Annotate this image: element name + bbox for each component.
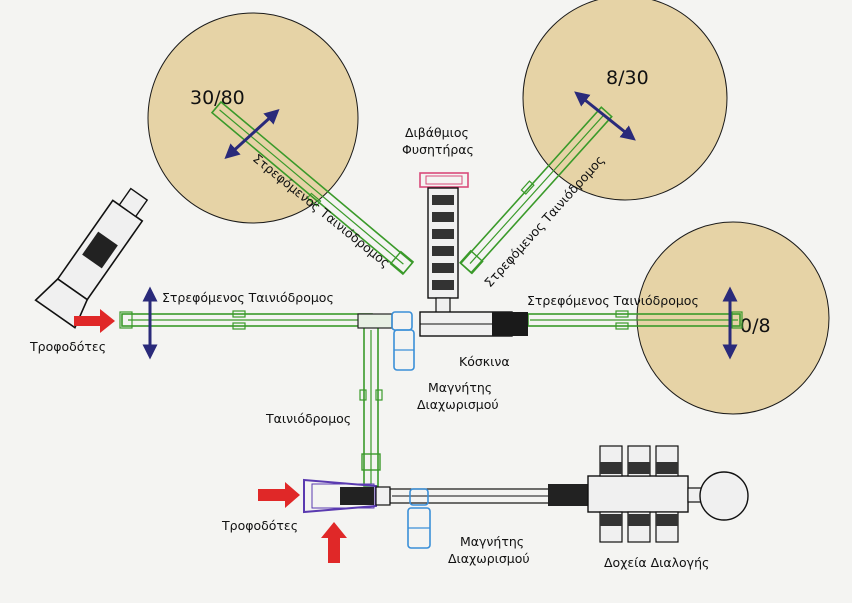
pile-label-right: 0/8: [740, 315, 771, 337]
stockpile-right: [636, 221, 830, 415]
label-magnet2-line2: Διαχωρισμού: [448, 551, 530, 566]
rotation-arrow-pile-left: [224, 108, 280, 160]
screens: [419, 311, 528, 337]
label-rotating-conveyor-diagonal-right: Στρεφόμενος Ταινιόδρομος: [481, 152, 607, 290]
feed-arrow-lower-up: [321, 522, 347, 563]
label-sorting-bins: Δοχεία Διαλογής: [604, 555, 709, 570]
transfer-hub: [357, 313, 393, 329]
conveyor-main-west: [119, 310, 373, 330]
blower: [419, 172, 469, 188]
magnetic-separator-1: [391, 311, 415, 371]
label-feeders-top: Τροφοδότες: [29, 339, 106, 354]
rotation-arrow-pile-right-top: [574, 91, 636, 141]
label-rotating-conveyor-main: Στρεφόμενος Ταινιόδρομος: [162, 290, 334, 305]
conveyor-east: [527, 310, 743, 330]
label-conveyor: Ταινιόδρομος: [265, 411, 351, 426]
label-blower-line2: Φυσητήρας: [402, 142, 474, 157]
label-rotating-conveyor-east: Στρεφόμενος Ταινιόδρομος: [527, 293, 699, 308]
feed-arrow-lower-left: [258, 482, 300, 508]
magnetic-separator-2: [407, 488, 431, 549]
screening-tower: [427, 187, 459, 319]
conveyor-lower: [389, 484, 588, 506]
label-magnet1-line2: Διαχωρισμού: [417, 397, 499, 412]
label-blower-line1: Διβάθμιος: [405, 125, 469, 140]
label-screens: Κόσκινα: [459, 354, 510, 369]
primary-feeder-hopper: [34, 187, 149, 329]
label-magnet1-line1: Μαγνήτης: [428, 380, 492, 395]
feed-arrow-upper: [74, 309, 115, 333]
pile-label-left: 30/80: [190, 87, 245, 109]
label-magnet2-line1: Μαγνήτης: [460, 534, 524, 549]
conveyor-vertical: [359, 325, 383, 487]
pile-label-right-top: 8/30: [606, 67, 649, 89]
conveyor-diagonal-left: [210, 100, 415, 276]
label-feeders-bottom: Τροφοδότες: [221, 518, 298, 533]
secondary-feeder: [303, 478, 391, 514]
sorting-bins: [587, 445, 749, 543]
